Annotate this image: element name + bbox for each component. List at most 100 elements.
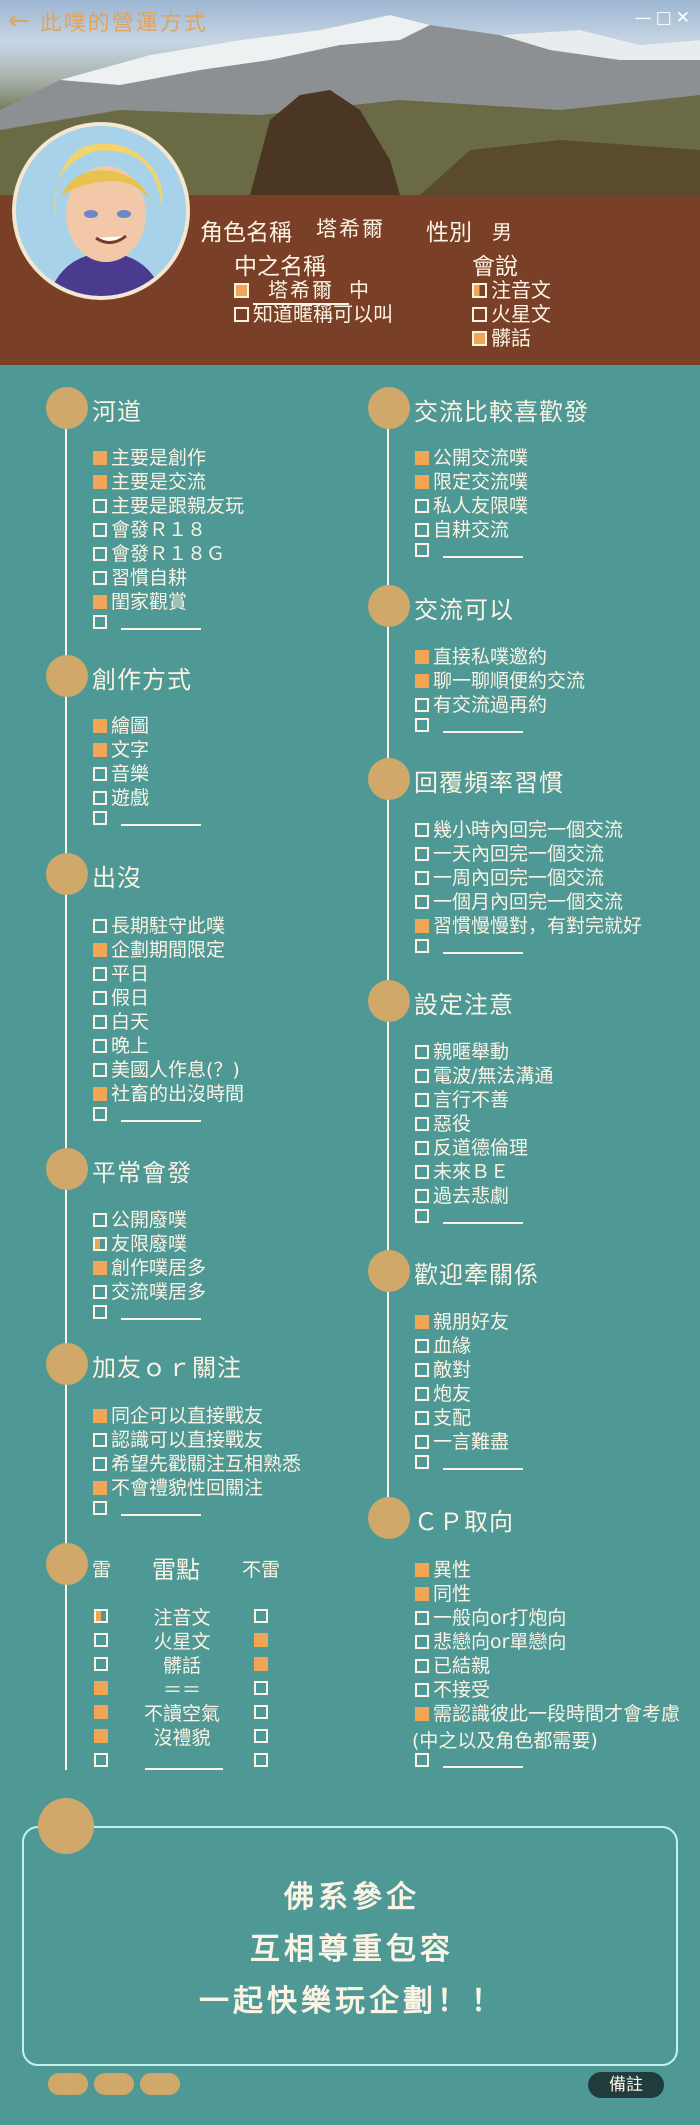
mine-trigger-checkbox[interactable] [94,1633,108,1647]
list-item[interactable]: 親暱舉動 [415,1040,509,1064]
list-item-blank[interactable] [93,1304,201,1320]
blank-input-line[interactable] [443,1454,523,1470]
checkbox-icon[interactable] [415,919,429,933]
cn-name-row[interactable]: 塔希爾中 [234,274,369,305]
mine-ok-checkbox[interactable] [254,1657,268,1671]
list-item[interactable]: 認識可以直接戰友 [93,1428,263,1452]
list-item[interactable]: 惡役 [415,1112,471,1136]
blank-input-line[interactable] [443,1752,523,1768]
blank-input-line[interactable] [121,1304,201,1320]
checkbox-icon[interactable] [234,283,249,298]
blank-input-line[interactable] [121,1500,201,1516]
checkbox-icon[interactable] [93,1087,107,1101]
checkbox-icon[interactable] [472,283,487,298]
checkbox-icon[interactable] [93,743,107,757]
checkbox-icon[interactable] [93,523,107,537]
checkbox-icon[interactable] [415,543,429,557]
list-item[interactable]: 音樂 [93,762,149,786]
list-item[interactable]: 主要是交流 [93,470,206,494]
checkbox-icon[interactable] [93,1213,107,1227]
mine-trigger-checkbox[interactable] [94,1753,108,1767]
list-item[interactable]: 平日 [93,962,149,986]
checkbox-icon[interactable] [415,1753,429,1767]
checkbox-icon[interactable] [415,1069,429,1083]
page-pill-2[interactable] [94,2073,134,2095]
checkbox-icon[interactable] [415,1635,429,1649]
mine-ok-checkbox[interactable] [254,1729,268,1743]
checkbox-icon[interactable] [234,307,249,322]
list-item[interactable]: 創作噗居多 [93,1256,206,1280]
checkbox-icon[interactable] [93,811,107,825]
mine-trigger-checkbox[interactable] [94,1729,108,1743]
checkbox-icon[interactable] [415,1387,429,1401]
checkbox-icon[interactable] [415,823,429,837]
mine-trigger-checkbox[interactable] [94,1705,108,1719]
list-item-blank[interactable] [415,717,523,733]
checkbox-icon[interactable] [93,595,107,609]
checkbox-icon[interactable] [93,1039,107,1053]
mine-ok-checkbox[interactable] [254,1753,268,1767]
lang-option-2[interactable]: 火星文 [472,298,551,327]
mine-trigger-checkbox[interactable] [94,1681,108,1695]
checkbox-icon[interactable] [93,967,107,981]
checkbox-icon[interactable] [93,1501,107,1515]
list-item[interactable]: 習慣慢慢對，有對完就好 [415,914,642,938]
mine-ok-checkbox[interactable] [254,1681,268,1695]
list-item[interactable]: 一般向or打炮向 [415,1606,566,1630]
list-item-blank[interactable] [415,1208,523,1224]
checkbox-icon[interactable] [415,1117,429,1131]
list-item[interactable]: 友限廢噗 [93,1232,187,1256]
checkbox-icon[interactable] [93,615,107,629]
list-item[interactable]: 直接私噗邀約 [415,645,547,669]
checkbox-icon[interactable] [93,791,107,805]
list-item-blank[interactable] [93,614,201,630]
checkbox-icon[interactable] [415,1363,429,1377]
checkbox-icon[interactable] [415,650,429,664]
checkbox-icon[interactable] [415,1683,429,1697]
checkbox-icon[interactable] [93,451,107,465]
back-arrow-icon[interactable]: ← [8,6,30,36]
checkbox-icon[interactable] [415,475,429,489]
checkbox-icon[interactable] [93,767,107,781]
list-item[interactable]: 血緣 [415,1334,471,1358]
list-item[interactable]: 需認識彼此一段時間才會考慮 [415,1702,680,1726]
mine-trigger-checkbox[interactable] [94,1609,108,1623]
checkbox-icon[interactable] [93,571,107,585]
note-button[interactable]: 備註 [588,2072,664,2098]
list-item[interactable]: 長期駐守此噗 [93,914,225,938]
close-icon[interactable]: ✕ [675,8,690,28]
checkbox-icon[interactable] [93,499,107,513]
checkbox-icon[interactable] [93,1433,107,1447]
checkbox-icon[interactable] [93,1481,107,1495]
checkbox-icon[interactable] [415,1435,429,1449]
checkbox-icon[interactable] [93,719,107,733]
blank-input-line[interactable] [443,717,523,733]
list-item[interactable]: 同性 [415,1582,471,1606]
list-item-blank[interactable] [415,938,523,954]
checkbox-icon[interactable] [472,331,487,346]
list-item-blank[interactable] [93,1500,201,1516]
list-item[interactable]: 會發Ｒ１８Ｇ [93,542,225,566]
blank-input-line[interactable] [121,810,201,826]
list-item[interactable]: 交流噗居多 [93,1280,206,1304]
list-item[interactable]: 企劃期間限定 [93,938,225,962]
checkbox-icon[interactable] [93,1107,107,1121]
checkbox-icon[interactable] [415,847,429,861]
lang-option-1[interactable]: 注音文 [472,274,551,303]
list-item[interactable]: 美國人作息(？) [93,1058,240,1082]
checkbox-icon[interactable] [415,1611,429,1625]
checkbox-icon[interactable] [415,1339,429,1353]
list-item[interactable]: 遊戲 [93,786,149,810]
list-item[interactable]: 繪圖 [93,714,149,738]
list-item-blank[interactable] [415,542,523,558]
list-item[interactable]: 未來ＢＥ [415,1160,509,1184]
checkbox-icon[interactable] [415,871,429,885]
list-item[interactable]: 希望先戳關注互相熟悉 [93,1452,301,1476]
list-item[interactable]: 一言難盡 [415,1430,509,1454]
list-item[interactable]: 有交流過再約 [415,693,547,717]
list-item[interactable]: 限定交流噗 [415,470,528,494]
list-item[interactable]: 文字 [93,738,149,762]
checkbox-icon[interactable] [93,475,107,489]
checkbox-icon[interactable] [93,1305,107,1319]
checkbox-icon[interactable] [415,451,429,465]
